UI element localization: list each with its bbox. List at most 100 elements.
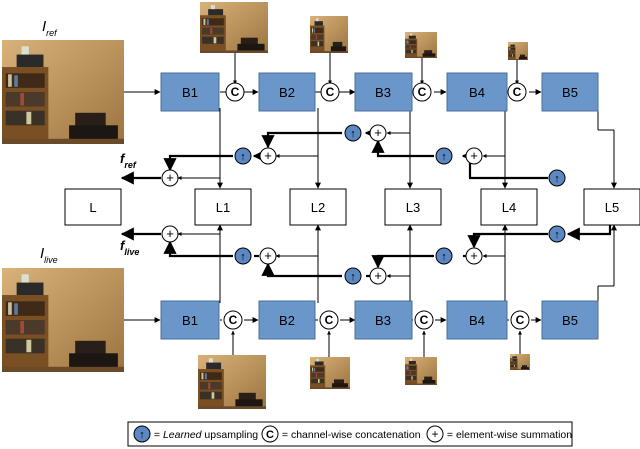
legend-sum-label: = element-wise summation bbox=[444, 429, 572, 441]
concat-node-bottom-2: C bbox=[319, 310, 339, 330]
block-top-B5: B5 bbox=[541, 72, 599, 112]
top-image-scale-3 bbox=[405, 32, 437, 58]
legend-concat-icon: C bbox=[261, 425, 279, 443]
sum-node-top-d: + bbox=[161, 169, 179, 187]
concat-node-top-3: C bbox=[412, 82, 432, 102]
svg-text:C: C bbox=[266, 429, 274, 441]
block-top-B1: B1 bbox=[160, 72, 220, 112]
upsample-node-bottom-3: ↑ bbox=[234, 247, 252, 265]
svg-text:B1: B1 bbox=[182, 313, 198, 328]
svg-text:B2: B2 bbox=[279, 313, 295, 328]
legend: ↑ = Learned upsampling C = channel-wise … bbox=[127, 421, 573, 447]
upsample-node-top-2: ↑ bbox=[234, 147, 252, 165]
sum-node-top-c: + bbox=[465, 147, 483, 165]
svg-text:↑: ↑ bbox=[441, 151, 447, 163]
layer-box-L4: L4 bbox=[480, 188, 538, 226]
block-top-B2: B2 bbox=[258, 72, 316, 112]
upsample-node-top-4: ↑ bbox=[548, 169, 566, 187]
block-bottom-B5: B5 bbox=[541, 300, 599, 340]
svg-text:L5: L5 bbox=[605, 200, 619, 215]
bottom-image-scale-3 bbox=[405, 357, 437, 385]
decoder-paths bbox=[120, 126, 612, 278]
svg-text:B3: B3 bbox=[375, 85, 391, 100]
svg-text:↑: ↑ bbox=[554, 173, 560, 185]
svg-text:↑: ↑ bbox=[441, 251, 447, 263]
svg-text:L4: L4 bbox=[502, 200, 516, 215]
label-f-ref: fref bbox=[120, 151, 137, 170]
block-bottom-B2: B2 bbox=[258, 300, 316, 340]
svg-text:L: L bbox=[89, 200, 96, 215]
label-I-live: Ilive bbox=[40, 245, 58, 265]
svg-text:+: + bbox=[264, 248, 272, 263]
connections bbox=[124, 53, 617, 357]
block-top-B3: B3 bbox=[354, 72, 413, 112]
bottom-image-scale-1 bbox=[198, 355, 266, 409]
svg-text:C: C bbox=[420, 313, 429, 327]
label-f-live: flive bbox=[120, 238, 139, 257]
bottom-image-scale-2 bbox=[310, 357, 350, 389]
sum-node-top-a: + bbox=[369, 124, 387, 142]
legend-sum-icon: + bbox=[426, 425, 444, 443]
layer-box-L3: L3 bbox=[384, 188, 442, 226]
legend-upsample-label: = Learned upsampling bbox=[151, 429, 258, 441]
svg-text:+: + bbox=[470, 248, 478, 263]
svg-text:↑: ↑ bbox=[350, 128, 356, 140]
svg-text:C: C bbox=[231, 85, 240, 99]
sum-node-bottom-d: + bbox=[369, 267, 387, 285]
svg-text:B1: B1 bbox=[182, 85, 198, 100]
svg-text:B5: B5 bbox=[562, 313, 578, 328]
svg-text:+: + bbox=[374, 125, 382, 140]
svg-text:↑: ↑ bbox=[240, 151, 246, 163]
block-bottom-B3: B3 bbox=[354, 300, 413, 340]
block-bottom-B1: B1 bbox=[160, 300, 220, 340]
upsample-node-bottom-1: ↑ bbox=[548, 225, 566, 243]
concat-node-bottom-1: C bbox=[223, 310, 243, 330]
svg-text:L1: L1 bbox=[216, 200, 230, 215]
svg-text:C: C bbox=[418, 85, 427, 99]
top-image-scale-1 bbox=[200, 2, 268, 53]
upsample-node-bottom-4: ↑ bbox=[344, 267, 362, 285]
svg-text:C: C bbox=[513, 85, 522, 99]
svg-text:+: + bbox=[166, 170, 174, 185]
concat-node-top-4: C bbox=[507, 82, 527, 102]
layer-box-L2: L2 bbox=[289, 188, 347, 226]
top-image-scale-2 bbox=[310, 16, 348, 53]
sum-node-bottom-a: + bbox=[161, 225, 179, 243]
svg-text:L2: L2 bbox=[311, 200, 325, 215]
layer-box-L1: L1 bbox=[194, 188, 252, 226]
concat-node-top-2: C bbox=[320, 82, 340, 102]
legend-upsample-icon: ↑ bbox=[133, 425, 151, 443]
label-I-ref: Iref bbox=[42, 18, 58, 38]
svg-text:C: C bbox=[326, 85, 335, 99]
sum-node-bottom-b: + bbox=[259, 247, 277, 265]
upsample-node-bottom-2: ↑ bbox=[435, 247, 453, 265]
svg-text:B5: B5 bbox=[562, 85, 578, 100]
svg-text:C: C bbox=[229, 313, 238, 327]
upsample-node-top-1: ↑ bbox=[344, 124, 362, 142]
svg-text:+: + bbox=[431, 427, 438, 441]
concat-node-bottom-3: C bbox=[414, 310, 434, 330]
layer-box-L5: L5 bbox=[583, 188, 640, 226]
svg-text:↑: ↑ bbox=[350, 271, 356, 283]
svg-text:L3: L3 bbox=[406, 200, 420, 215]
svg-text:C: C bbox=[325, 313, 334, 327]
svg-text:+: + bbox=[264, 148, 272, 163]
layer-box-L: L bbox=[64, 188, 122, 226]
svg-text:B4: B4 bbox=[469, 85, 485, 100]
svg-text:B4: B4 bbox=[469, 313, 485, 328]
block-bottom-B4: B4 bbox=[446, 300, 508, 340]
bottom-image-scale-4 bbox=[510, 354, 530, 370]
top-image-scale-4 bbox=[508, 42, 528, 60]
concat-node-top-1: C bbox=[225, 82, 245, 102]
svg-text:+: + bbox=[166, 226, 174, 241]
svg-text:C: C bbox=[516, 313, 525, 327]
block-top-B4: B4 bbox=[446, 72, 508, 112]
concat-node-bottom-4: C bbox=[510, 310, 530, 330]
svg-text:↑: ↑ bbox=[554, 229, 560, 241]
svg-text:↑: ↑ bbox=[240, 251, 246, 263]
svg-text:B3: B3 bbox=[375, 313, 391, 328]
svg-text:↑: ↑ bbox=[139, 429, 145, 441]
input-image-live bbox=[2, 268, 124, 372]
sum-node-bottom-c: + bbox=[465, 247, 483, 265]
